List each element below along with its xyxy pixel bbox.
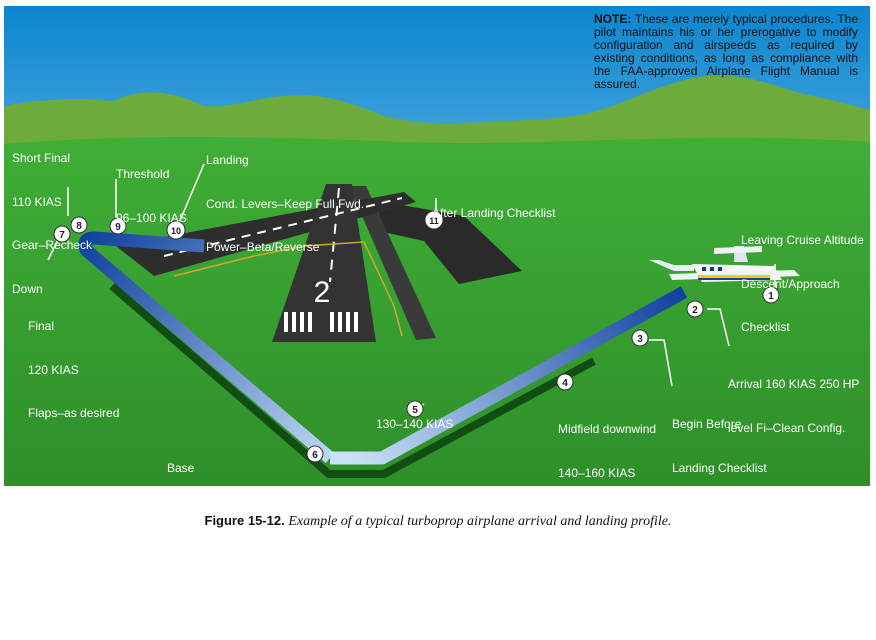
marker-3: 3 <box>631 329 649 347</box>
label-waypoint-8: Short Final 110 KIAS Gear–Recheck Down <box>12 122 92 325</box>
marker-6-label: 6 <box>312 450 318 461</box>
label-3-line-2: Landing Checklist <box>672 460 767 475</box>
figure-number: Figure 15-12. <box>204 513 285 528</box>
label-6-line-3: 120–130 KIAS <box>167 548 245 562</box>
label-waypoint-6: Base Before Landing Checklist 120–130 KI… <box>167 432 300 592</box>
label-3-line-1: Begin Before <box>672 417 742 431</box>
marker-11-label: 11 <box>429 216 439 226</box>
label-4-line-3: 250 HP <box>558 509 599 523</box>
label-4-line-5: Flaps–Half <box>558 596 616 610</box>
label-4-line-2: 140–160 KIAS <box>558 465 636 480</box>
pattern-downwind <box>330 286 688 465</box>
leader-lines <box>47 163 776 409</box>
label-7-line-2: 120 KIAS <box>28 362 79 377</box>
taxiway-apron <box>379 201 522 284</box>
marker-5-label: 5 <box>412 405 418 416</box>
label-11-line-1: After Landing Checklist <box>432 206 556 220</box>
marker-7: 7 <box>53 225 71 243</box>
label-waypoint-5: 130–140 KIAS <box>376 388 453 461</box>
figure: 2 <box>0 6 876 530</box>
scene-illustration: 2 <box>4 6 870 486</box>
marker-9: 9 <box>109 217 127 235</box>
runway-main <box>272 184 376 342</box>
label-2-line-2: level Fi–Clean Config. <box>728 420 846 435</box>
label-10-line-3: Power–Beta/Reverse <box>206 240 320 254</box>
pattern-ground-shadow <box>109 282 596 478</box>
label-6-line-2: Before Landing Checklist <box>167 504 301 519</box>
pattern-final-base <box>78 231 335 463</box>
label-waypoint-3: Begin Before Landing Checklist <box>672 388 767 504</box>
label-1-line-3: Checklist <box>741 320 790 334</box>
airplane <box>649 246 800 282</box>
label-8-line-2: 110 KIAS <box>12 194 62 209</box>
waypoint-markers: 1 2 3 4 5 6 7 8 9 10 11 <box>53 210 780 463</box>
label-6-line-1: Base <box>167 461 195 475</box>
marker-2: 2 <box>686 300 704 318</box>
traffic-pattern <box>78 231 688 465</box>
label-5-line-1: 130–140 KIAS <box>376 417 454 431</box>
taxi-line <box>173 241 403 337</box>
runway-number: 2 <box>314 276 331 309</box>
figure-caption-text: Example of a typical turboprop airplane … <box>288 514 672 529</box>
label-7-line-3: Flaps–as desired <box>28 406 120 420</box>
label-7-line-1: Final <box>28 319 55 333</box>
marker-4: 4 <box>556 373 574 391</box>
label-9-line-2: 96–100 KIAS <box>116 210 187 225</box>
marker-7-label: 7 <box>59 230 65 241</box>
label-8-line-3: Gear–Recheck <box>12 238 93 252</box>
marker-8: 8 <box>70 216 88 234</box>
label-9-line-1: Threshold <box>116 167 170 181</box>
threshold-bars <box>284 312 358 332</box>
field <box>4 137 870 486</box>
label-4-line-4: Gear–Down <box>558 552 623 567</box>
label-waypoint-10: Landing Cond. Levers–Keep Full Fwd. Powe… <box>206 124 364 284</box>
figure-caption: Figure 15-12. Example of a typical turbo… <box>0 513 876 530</box>
marker-11: 11 <box>424 210 444 230</box>
label-10-line-1: Landing <box>206 153 249 167</box>
label-4-line-1: Midfield downwind <box>558 422 657 436</box>
airport: 2 <box>116 184 522 342</box>
marker-8-label: 8 <box>76 221 82 232</box>
label-waypoint-7: Final 120 KIAS Flaps–as desired <box>28 290 119 450</box>
marker-5: 5 <box>406 400 424 418</box>
marker-2-label: 2 <box>692 305 698 316</box>
label-2-line-1: Arrival 160 KIAS 250 HP <box>728 377 860 391</box>
label-waypoint-2: Arrival 160 KIAS 250 HP level Fi–Clean C… <box>728 348 859 464</box>
label-10-line-2: Cond. Levers–Keep Full Fwd. <box>206 196 365 211</box>
marker-10-label: 10 <box>171 226 181 236</box>
marker-1-label: 1 <box>768 291 774 302</box>
runway-centerline <box>329 187 340 283</box>
note-heading: NOTE: <box>594 12 632 26</box>
marker-9-label: 9 <box>115 222 121 233</box>
marker-10: 10 <box>166 220 186 240</box>
label-waypoint-1: Leaving Cruise Altitude Descent/Approach… <box>741 204 864 364</box>
label-1-line-2: Descent/Approach <box>741 276 840 291</box>
parallel-taxiway <box>349 186 436 340</box>
note-box: NOTE: These are merely typical procedure… <box>594 13 858 91</box>
marker-3-label: 3 <box>637 334 643 345</box>
marker-4-label: 4 <box>562 378 568 389</box>
label-8-line-1: Short Final <box>12 151 71 165</box>
marker-6: 6 <box>306 445 324 463</box>
note-text: These are merely typical procedures. The… <box>594 12 859 91</box>
label-8-line-4: Down <box>12 281 43 296</box>
label-1-line-1: Leaving Cruise Altitude <box>741 233 864 247</box>
label-waypoint-9: Threshold 96–100 KIAS <box>116 138 187 254</box>
marker-1: 1 <box>762 286 780 304</box>
label-waypoint-11: After Landing Checklist <box>432 177 555 250</box>
